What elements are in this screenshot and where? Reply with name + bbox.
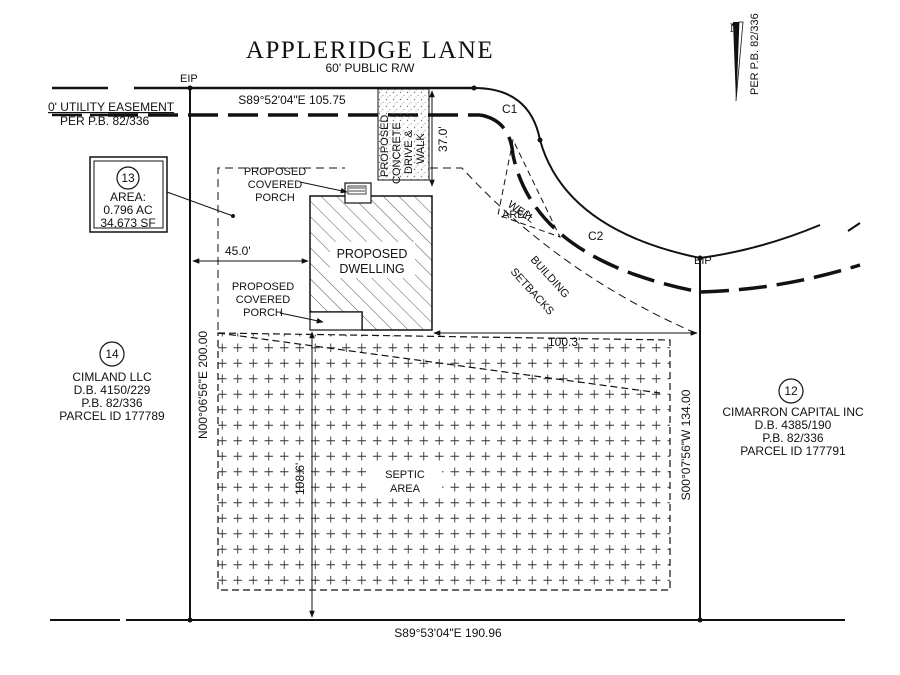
lot-13-badge xyxy=(116,166,140,190)
lot-13-number: 13 xyxy=(121,171,135,185)
lot-14-owner: CIMLAND LLC xyxy=(72,370,152,384)
south-line-bearing: S89°53'04"E 190.96 xyxy=(394,626,502,640)
lot-13-acres: 0.796 AC xyxy=(103,203,153,217)
north-line-bearing: S89°52'04"E 105.75 xyxy=(238,93,346,107)
front-porch-label-2: COVERED xyxy=(248,179,302,191)
rear-offset-dimension: 100.3' xyxy=(548,335,580,349)
front-porch-label-3: PORCH xyxy=(255,192,295,204)
street-name: APPLERIDGE LANE xyxy=(246,37,494,64)
rear-covered-porch xyxy=(309,311,363,331)
lot-12-number: 12 xyxy=(784,384,798,398)
lot-12-parcel: PARCEL ID 177791 xyxy=(740,444,846,458)
drive-label-3: DRIVE & xyxy=(403,129,415,174)
drive-label-2: CONCRETE xyxy=(391,122,403,184)
lot-13-area-label: AREA: xyxy=(110,190,146,204)
west-line-bearing: N00°06'56"E 200.00 xyxy=(196,331,210,439)
north-arrow-icon: N PER P.B. 82/336 xyxy=(730,13,761,102)
building-setback-line xyxy=(217,167,701,336)
front-porch-label-1: PROPOSED xyxy=(244,166,306,178)
lot-12-plat: P.B. 82/336 xyxy=(762,431,823,445)
rear-porch-label-3: PORCH xyxy=(243,307,283,319)
eip-marker-ne: EIP xyxy=(694,255,712,267)
lot-14-deed: D.B. 4150/229 xyxy=(74,383,151,397)
septic-area xyxy=(217,332,671,591)
lot-12-owner: CIMARRON CAPITAL INC xyxy=(722,405,864,419)
side-setback-dimension: 45.0' xyxy=(225,244,251,258)
lot-14-plat: P.B. 82/336 xyxy=(81,396,142,410)
north-arrow-letter: N xyxy=(730,20,740,35)
dwelling-label-2: DWELLING xyxy=(339,262,404,276)
lot-14-parcel: PARCEL ID 177789 xyxy=(59,409,165,423)
drive-label-4: WALK xyxy=(415,133,427,164)
eip-marker-nw: EIP xyxy=(180,73,198,85)
curve-label-c1: C1 xyxy=(502,102,518,116)
dwelling-label-1: PROPOSED xyxy=(337,247,408,261)
lot-14-number: 14 xyxy=(105,347,119,361)
well-label-2: AREA xyxy=(502,209,533,221)
north-arrow-reference: PER P.B. 82/336 xyxy=(749,13,761,95)
east-line-bearing: S00°07'56"W 134.00 xyxy=(679,389,693,500)
rear-porch-label-1: PROPOSED xyxy=(232,281,294,293)
street-row-width: 60' PUBLIC R/W xyxy=(326,61,416,75)
septic-label-2: AREA xyxy=(390,483,421,495)
rear-porch-label-2: COVERED xyxy=(236,294,290,306)
septic-label-1: SEPTIC xyxy=(385,469,425,481)
easement-label-line2: PER P.B. 82/336 xyxy=(60,114,150,128)
concrete-drive xyxy=(377,88,430,181)
easement-label-line1: 0' UTILITY EASEMENT xyxy=(48,100,175,114)
lot-14-badge xyxy=(99,341,125,367)
front-setback-dimension: 37.0' xyxy=(436,126,450,152)
septic-depth-dimension: 108.6' xyxy=(293,463,307,495)
lot-13-info-box xyxy=(89,156,168,233)
curve-label-c2: C2 xyxy=(588,229,604,243)
lot-12-deed: D.B. 4385/190 xyxy=(755,418,832,432)
lot-13-sqft: 34,673 SF xyxy=(100,216,155,230)
lot-12-badge xyxy=(778,378,804,404)
drive-label: PROPOSED xyxy=(379,115,391,177)
